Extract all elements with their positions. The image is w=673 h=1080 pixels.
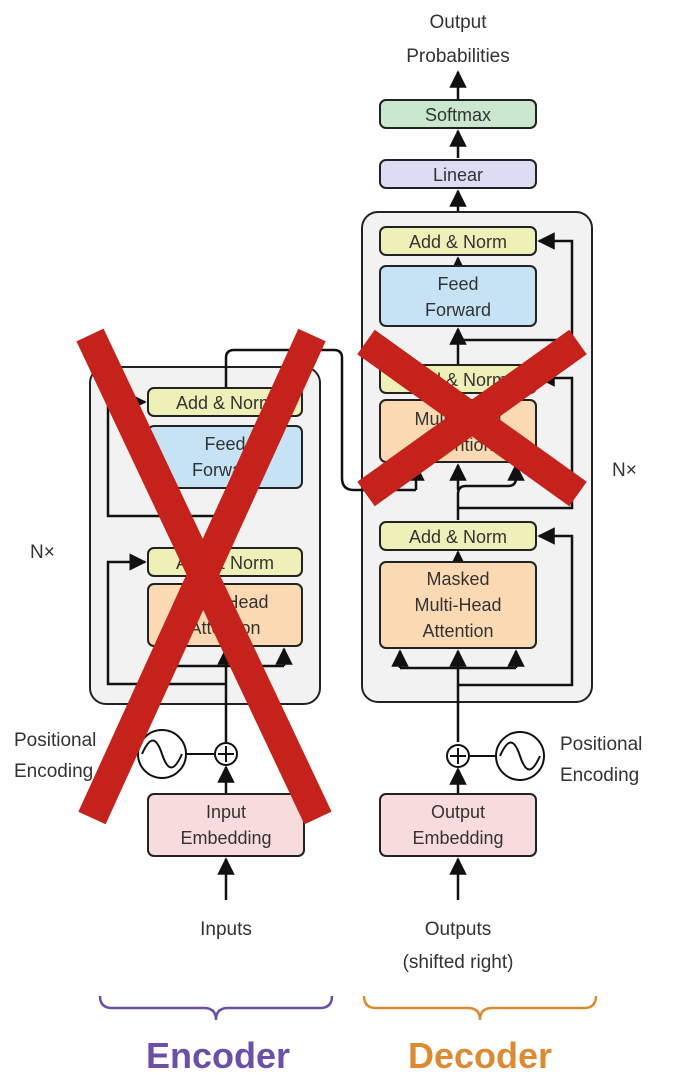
decoder-nx-label: N× — [612, 460, 637, 481]
softmax-label: Softmax — [425, 105, 491, 125]
red-x-icon — [76, 328, 332, 825]
output-embedding-box — [379, 793, 537, 857]
decoder-residual-bottom — [458, 527, 574, 687]
encoder-x-stroke-2 — [78, 328, 326, 825]
decoder-title: Decoder — [408, 1035, 552, 1075]
decoder-query-path — [456, 463, 525, 520]
output-probabilities-label-1: Output — [429, 12, 487, 33]
red-x-icon — [357, 329, 587, 507]
encoder-nx-label: N× — [30, 542, 55, 563]
input-embedding-label-2: Embedding — [180, 828, 271, 848]
outputs-label-2: (shifted right) — [403, 952, 514, 973]
input-embedding-box — [147, 793, 305, 857]
decoder-feed-forward-label-1: Feed — [437, 274, 478, 294]
encoder-positional-label-2: Encoding — [14, 761, 93, 782]
decoder-masked-attention-label-3: Attention — [422, 621, 493, 641]
softmax-box — [379, 99, 537, 129]
decoder-add-norm-bottom-label: Add & Norm — [409, 527, 507, 547]
inputs-label: Inputs — [200, 919, 252, 940]
encoder-positional-label-1: Positional — [14, 730, 96, 751]
decoder-positional-label-2: Encoding — [560, 765, 639, 786]
encoder-title: Encoder — [146, 1035, 290, 1075]
decoder-add-norm-bottom — [379, 521, 537, 551]
decoder-masked-attention — [379, 561, 537, 649]
linear-label: Linear — [433, 165, 483, 185]
encoder-feed-forward-label-1: Feed — [204, 434, 245, 454]
decoder-brace — [362, 995, 598, 1021]
encoder-to-decoder-path — [224, 348, 416, 492]
linear-box — [379, 159, 537, 189]
decoder-residual-mid — [458, 369, 574, 510]
decoder-feed-forward — [379, 265, 537, 327]
output-embedding-label-1: Output — [431, 802, 485, 822]
outputs-label-1: Outputs — [425, 919, 492, 940]
decoder-residual-top — [458, 232, 574, 342]
decoder-masked-attention-label-1: Masked — [426, 569, 489, 589]
decoder-add-norm-top-label: Add & Norm — [409, 232, 507, 252]
output-probabilities-label-2: Probabilities — [406, 46, 510, 67]
encoder-add-norm-top-label: Add & Norm — [176, 393, 274, 413]
input-embedding-label-1: Input — [206, 802, 246, 822]
sine-wave-icon-curve — [141, 739, 183, 769]
decoder-masked-attention-label-2: Multi-Head — [414, 595, 501, 615]
encoder-brace — [98, 995, 334, 1021]
decoder-x-stroke-2 — [357, 329, 587, 507]
decoder-feed-forward-label-2: Forward — [425, 300, 491, 320]
output-embedding-label-2: Embedding — [412, 828, 503, 848]
decoder-positional-label-1: Positional — [560, 734, 642, 755]
sine-wave-icon-curve — [499, 741, 541, 771]
decoder-add-norm-top — [379, 226, 537, 256]
